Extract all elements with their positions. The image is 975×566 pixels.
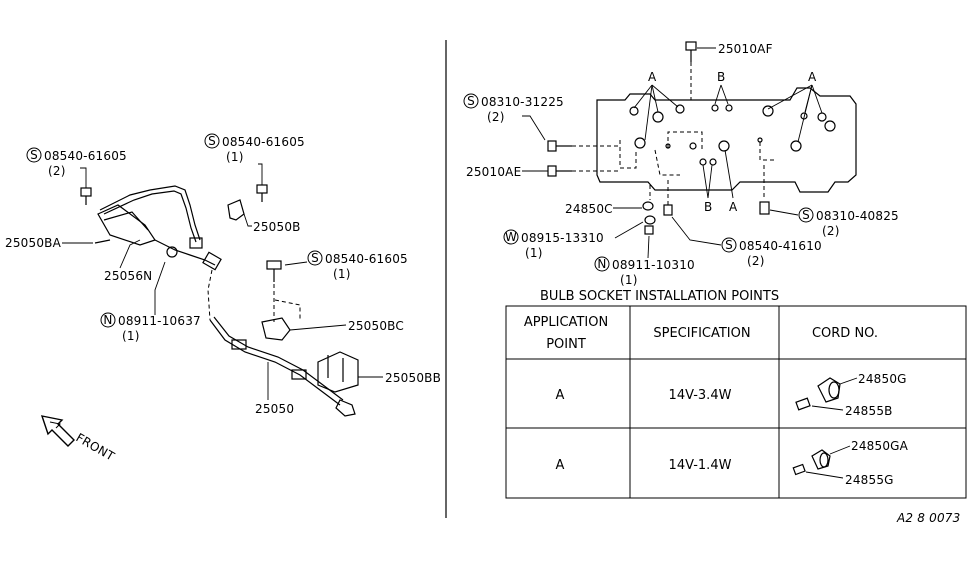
callout-s-08540-41610: S 08540-41610 (2) [671,216,822,268]
callout-code: 08540-61605 [44,149,127,163]
callout-n-08911-10310: N 08911-10310 (1) [594,235,695,287]
part-label-24850c: 24850C [565,202,613,216]
callout-code: 08310-40825 [816,209,899,223]
screw-25010af [685,41,716,100]
callout-code: 08911-10310 [612,258,695,272]
bulb-socket-part [642,185,656,235]
callout-code: 08540-61605 [222,135,305,149]
callout-code: 08310-31225 [481,95,564,109]
screw-part [256,184,268,202]
callout-qty: (1) [525,246,543,260]
callout-n-08911-10637: N 08911-10637 (1) [100,261,201,343]
callout-prefix: N [597,257,606,271]
bracket-25050b [227,199,252,227]
callout-w-08915-13310: W 08915-13310 (1) [503,221,644,260]
header-point: POINT [546,337,586,352]
row-socket: 24850G [858,372,907,386]
callout-s-08540-61605-2: S 08540-61605 (2) [26,147,127,188]
callout-s-08540-61605-1b: S 08540-61605 (1) [284,250,408,281]
part-label-25050bc: 25050BC [348,319,404,333]
instrument-housing [596,87,857,193]
part-label-25050b: 25050B [253,220,301,234]
callout-code: 08540-61605 [325,252,408,266]
clamp-25050bc [261,299,347,341]
callout-qty: (2) [747,254,765,268]
row-spec: 14V-3.4W [669,388,732,403]
screw-part [663,165,770,216]
callout-prefix: N [103,313,112,327]
header-cord-no: CORD NO. [812,326,878,341]
cable-assembly-lower [207,269,356,417]
point-leaders [633,84,823,199]
part-label-25050ba: 25050BA [5,236,62,250]
screw-part [80,187,92,205]
row-point: A [556,388,565,403]
callout-qty: (2) [487,110,505,124]
point-letter: A [808,70,817,84]
header-specification: SPECIFICATION [653,326,750,341]
table-title: BULB SOCKET INSTALLATION POINTS [540,289,779,304]
table-row: A 14V-1.4W 24850GA 24855G [556,439,909,487]
row-bulb: 24855B [845,404,893,418]
front-label: FRONT [74,430,118,463]
callout-code: 08911-10637 [118,314,201,328]
point-letter: B [704,200,712,214]
callout-prefix: S [30,148,38,162]
leader-line [119,239,141,269]
callout-code: 08915-13310 [521,231,604,245]
point-letter: A [729,200,738,214]
screw-part [266,260,282,282]
row-bulb: 24855G [845,473,894,487]
row-socket: 24850GA [851,439,909,453]
callout-qty: (1) [226,150,244,164]
front-arrow-icon [40,415,75,447]
part-label-25050: 25050 [255,402,294,416]
circuit-lines [619,131,775,176]
part-label-25010af: 25010AF [718,42,773,56]
point-letter: A [648,70,657,84]
row-point: A [556,458,565,473]
bulb-socket-icon [795,377,841,411]
cable-assembly-upper [94,185,222,271]
table-row: A 14V-3.4W 24850G 24855B [556,372,907,418]
callout-s-08310-40825: S 08310-40825 (2) [769,207,899,238]
callout-prefix: S [311,251,319,265]
callout-prefix: W [505,230,517,244]
diagram-reference: A2 8 0073 [896,511,960,525]
callout-prefix: S [467,94,475,108]
point-letter: B [717,70,725,84]
callout-qty: (2) [822,224,840,238]
callout-s-08540-61605-1a: S 08540-61605 (1) [204,133,305,185]
callout-qty: (1) [333,267,351,281]
row-spec: 14V-1.4W [669,458,732,473]
callout-prefix: S [802,208,810,222]
screw-part [547,140,620,152]
callout-code: 08540-41610 [739,239,822,253]
callout-s-08310-31225: S 08310-31225 (2) [463,93,564,141]
socket-holes [629,104,836,166]
part-label-25056n: 25056N [104,269,152,283]
callout-qty: (1) [620,273,638,287]
callout-prefix: S [208,134,216,148]
callout-prefix: S [725,238,733,252]
spec-table-grid [505,305,967,499]
callout-qty: (2) [48,164,66,178]
part-label-25050bb: 25050BB [385,371,441,385]
bulb-socket-icon [792,449,831,476]
callout-qty: (1) [122,329,140,343]
part-label-25010ae: 25010AE [466,165,521,179]
screw-part [547,165,620,177]
bracket-25050bb [317,351,383,393]
header-application: APPLICATION [524,315,608,330]
